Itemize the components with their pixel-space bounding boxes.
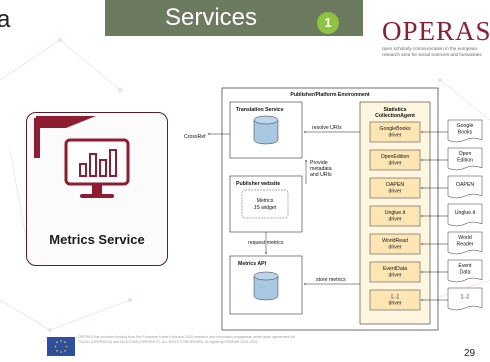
architecture-diagram: Publisher/Platform Environment Translati…: [184, 87, 483, 331]
metrics-widget-label-1: Metrics: [257, 198, 274, 204]
driver-label-5-0: EventData: [383, 266, 407, 272]
driver-label-3-1: driver: [389, 217, 402, 223]
translation-service-label: Translation Service: [236, 107, 284, 113]
driver-label-5-1: driver: [389, 273, 402, 279]
agent-label-1: Statistics: [383, 107, 406, 113]
store-metrics-label: store metrics: [316, 277, 346, 283]
metrics-widget-label-2: JS widget: [254, 205, 277, 211]
metrics-database-icon: [253, 271, 279, 301]
source-label-2-0: OAPEN: [456, 182, 474, 188]
driver-label-0-1: driver: [389, 133, 402, 139]
source-label-0-0: Google: [457, 123, 474, 129]
source-label-1-0: Open: [459, 151, 472, 157]
metrics-service-label: Metrics Service: [49, 232, 145, 247]
source-document-6: [447, 287, 483, 311]
driver-label-4-0: WorldRead: [382, 238, 408, 244]
source-label-6-0: [...]: [461, 294, 469, 300]
driver-label-6-0: [...]: [391, 294, 399, 300]
publisher-website-label: Publisher website: [236, 181, 280, 187]
driver-label-0-0: GoogleBooks: [379, 126, 411, 132]
eu-stars-icon: [54, 340, 68, 353]
driver-box-2: [369, 177, 421, 199]
crossref-label: CrossRef: [184, 134, 206, 140]
source-label-5-1: Data: [460, 270, 471, 276]
source-document-3: [447, 203, 483, 227]
source-label-4-0: World: [458, 235, 472, 241]
driver-label-2-0: OAPEN: [386, 182, 404, 188]
source-label-3-0: Unglue.it: [455, 210, 476, 216]
provide-metadata-label-2: metadata: [310, 166, 332, 172]
source-label-4-1: Reader: [456, 242, 473, 248]
translation-database-icon: [253, 115, 279, 145]
driver-label-6-1: driver: [389, 301, 402, 307]
request-metrics-label: request metrics: [248, 240, 284, 246]
source-document-1: [447, 147, 483, 171]
metrics-widget-box: [241, 189, 289, 219]
driver-list: GoogleBooksdriverGoogleBooksOpenEditiond…: [369, 119, 483, 311]
operas-logo: OPERAS: [382, 16, 490, 46]
source-label-0-1: Books: [458, 130, 473, 136]
slide-title: Services: [164, 4, 258, 31]
source-label-5-0: Event: [458, 263, 472, 269]
cropped-heading-fragment: a: [0, 6, 11, 33]
funding-note: OPERAS has received funding from the Eur…: [78, 335, 296, 344]
metrics-api-label: Metrics API: [238, 261, 267, 267]
monitor-bar-chart-icon: [34, 116, 130, 198]
driver-box-4: [369, 233, 421, 255]
driver-box-6: [369, 289, 421, 311]
operas-tagline: open scholarly communication in the euro…: [382, 46, 482, 57]
eu-flag: [47, 337, 75, 356]
agent-label-2: CollectionAgent: [375, 113, 415, 119]
resolve-uris-label: resolve URIs: [312, 125, 342, 131]
driver-box-0: [369, 121, 421, 143]
driver-label-1-1: driver: [389, 161, 402, 167]
driver-box-5: [369, 261, 421, 283]
provide-metadata-label-3: and URIs: [310, 172, 332, 178]
environment-label: Publisher/Platform Environment: [290, 92, 370, 98]
source-document-0: [447, 119, 483, 143]
driver-label-2-1: driver: [389, 189, 402, 195]
page-number: 29: [464, 348, 476, 359]
driver-label-3-0: Unglue.it: [385, 210, 406, 216]
driver-box-3: [369, 205, 421, 227]
source-document-5: [447, 259, 483, 283]
step-badge: 1: [317, 12, 339, 34]
driver-label-4-1: driver: [389, 245, 402, 251]
driver-box-1: [369, 149, 421, 171]
source-document-2: [447, 175, 483, 199]
source-document-4: [447, 231, 483, 255]
source-label-1-1: Edition: [457, 158, 473, 164]
driver-label-1-0: OpenEdition: [381, 154, 410, 160]
provide-metadata-label-1: Provide: [310, 160, 328, 166]
